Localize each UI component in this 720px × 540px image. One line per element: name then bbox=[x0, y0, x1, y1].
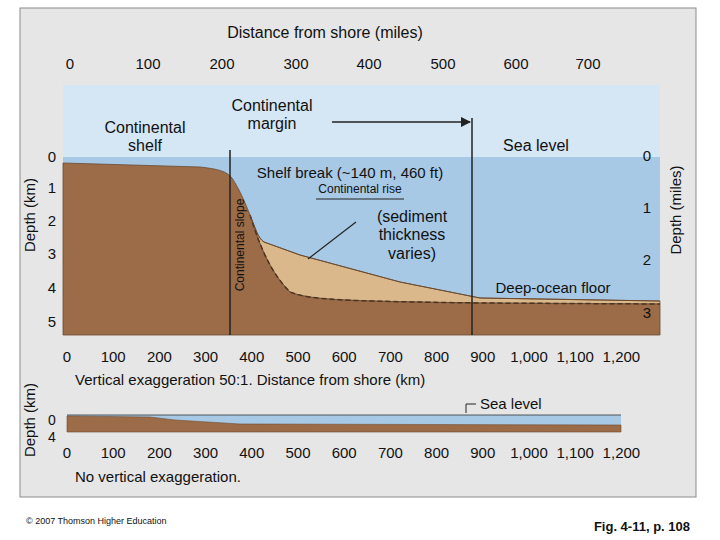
tick-label: 0 bbox=[643, 147, 651, 164]
tick-label: 3 bbox=[48, 245, 56, 262]
figure-panel bbox=[20, 8, 696, 497]
mini-seafloor bbox=[67, 416, 621, 432]
tick-label: 4 bbox=[48, 429, 56, 445]
tick-label: 700 bbox=[575, 55, 600, 72]
tick-label: 4 bbox=[48, 279, 56, 296]
tick-label: 100 bbox=[101, 444, 126, 461]
tick-label: 300 bbox=[283, 55, 308, 72]
leader-line bbox=[308, 222, 356, 259]
tick-label: 800 bbox=[424, 444, 449, 461]
tick-label: 200 bbox=[147, 444, 172, 461]
figure-caption: Fig. 4-11, p. 108 bbox=[594, 520, 690, 535]
feature-label: Deep-ocean floor bbox=[495, 279, 610, 296]
feature-label: Shelf break (~140 m, 460 ft) bbox=[257, 164, 443, 181]
tick-label: 0 bbox=[63, 444, 71, 461]
tick-label: 1,000 bbox=[510, 348, 548, 365]
note-label: (sediment thickness varies) bbox=[362, 208, 462, 263]
tick-label: 1 bbox=[643, 199, 651, 216]
tick-label: 1,100 bbox=[556, 444, 594, 461]
tick-label: 500 bbox=[285, 348, 310, 365]
tick-label: 400 bbox=[239, 348, 264, 365]
tick-label: 2 bbox=[643, 251, 651, 268]
region-label: Continental margin bbox=[212, 97, 332, 134]
note-label: No vertical exaggeration. bbox=[75, 468, 241, 485]
tick-label: 700 bbox=[378, 444, 403, 461]
tick-label: 0 bbox=[63, 348, 71, 365]
tick-label: 0 bbox=[48, 412, 56, 428]
tick-label: 2 bbox=[48, 212, 56, 229]
tick-label: 400 bbox=[356, 55, 381, 72]
bedrock bbox=[63, 163, 660, 335]
mini-sea-level-line bbox=[67, 415, 621, 416]
tick-label: 1 bbox=[48, 179, 56, 196]
tick-label: 1,100 bbox=[556, 348, 594, 365]
axis-title: Depth (miles) bbox=[667, 165, 684, 254]
tick-label: 1,000 bbox=[510, 444, 548, 461]
axis-title: Distance from shore (miles) bbox=[227, 24, 423, 42]
tick-label: 0 bbox=[48, 148, 56, 165]
slope-boundary-line bbox=[229, 150, 231, 335]
tick-label: 600 bbox=[332, 348, 357, 365]
tick-label: 300 bbox=[193, 348, 218, 365]
feature-label: Sea level bbox=[480, 395, 542, 412]
tick-label: 600 bbox=[503, 55, 528, 72]
margin-boundary-line bbox=[471, 118, 473, 335]
tick-label: 200 bbox=[209, 55, 234, 72]
seafloor-line bbox=[250, 215, 660, 301]
tick-label: 100 bbox=[135, 55, 160, 72]
region-label: Continental shelf bbox=[90, 119, 200, 156]
sea-level-callout-line bbox=[466, 404, 476, 413]
tick-label: 500 bbox=[430, 55, 455, 72]
tick-label: 300 bbox=[193, 444, 218, 461]
rise-underline bbox=[316, 199, 404, 200]
tick-label: 800 bbox=[424, 348, 449, 365]
margin-arrow bbox=[332, 121, 470, 123]
feature-label: Continental slope bbox=[234, 199, 248, 292]
tick-label: 5 bbox=[48, 313, 56, 330]
tick-label: 500 bbox=[285, 444, 310, 461]
copyright-note: © 2007 Thomson Higher Education bbox=[26, 516, 167, 526]
tick-label: 1,200 bbox=[603, 444, 641, 461]
region-label: Sea level bbox=[503, 137, 569, 155]
rock-surface-dashed bbox=[250, 215, 660, 304]
ocean bbox=[63, 157, 660, 335]
tick-label: 400 bbox=[239, 444, 264, 461]
sediment-wedge bbox=[250, 215, 660, 304]
axis-title: Vertical exaggeration 50:1. Distance fro… bbox=[75, 371, 425, 388]
tick-label: 900 bbox=[470, 348, 495, 365]
tick-label: 600 bbox=[332, 444, 357, 461]
tick-label: 0 bbox=[66, 55, 74, 72]
tick-label: 3 bbox=[643, 304, 651, 321]
tick-label: 100 bbox=[101, 348, 126, 365]
feature-label: Continental rise bbox=[318, 183, 401, 197]
axis-title: Depth (km) bbox=[21, 178, 38, 252]
tick-label: 1,200 bbox=[603, 348, 641, 365]
sky bbox=[63, 85, 660, 335]
tick-label: 200 bbox=[147, 348, 172, 365]
tick-label: 700 bbox=[378, 348, 403, 365]
axis-title: Depth (km) bbox=[21, 383, 38, 457]
tick-label: 900 bbox=[470, 444, 495, 461]
